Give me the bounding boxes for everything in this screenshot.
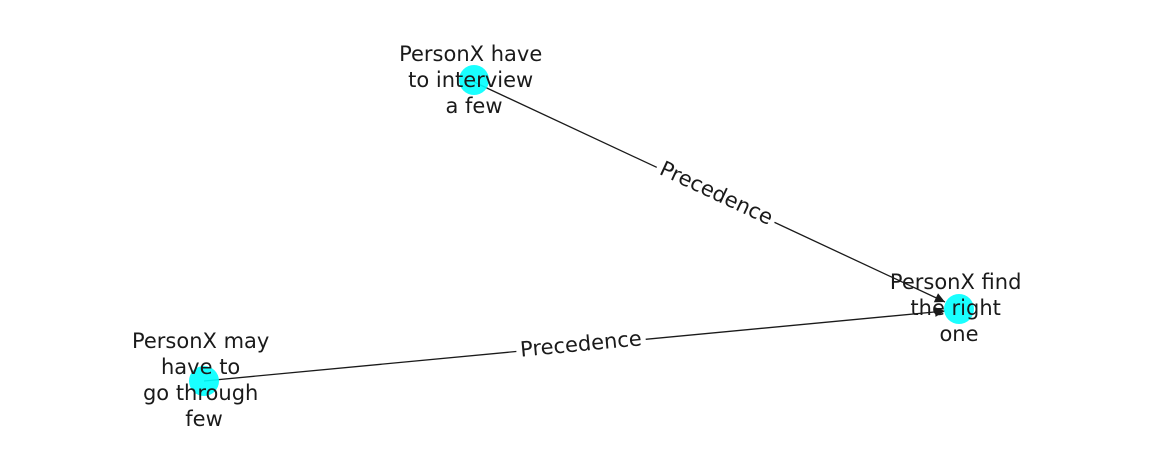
node-personx-have-to-interview: PersonX have to interview a few [399,42,549,118]
node-personx-may-have-to-go-through-few: PersonX may have to go through few [132,329,276,431]
node-personx-find-the-right-one: PersonX find the right one [890,270,1028,346]
node-label: PersonX have to interview a few [399,42,549,118]
node-marker [944,294,974,324]
edge-label: Precedence [656,156,777,229]
node-marker [189,366,219,396]
edge-label-background [515,324,647,364]
node-label: PersonX may have to go through few [132,329,276,431]
node-label: PersonX find the right one [890,270,1028,346]
edge-n1-n2: Precedence [473,81,946,303]
edge-n3-n2: Precedence [203,306,946,382]
node-marker [459,65,489,95]
edge-label-background [652,153,781,233]
